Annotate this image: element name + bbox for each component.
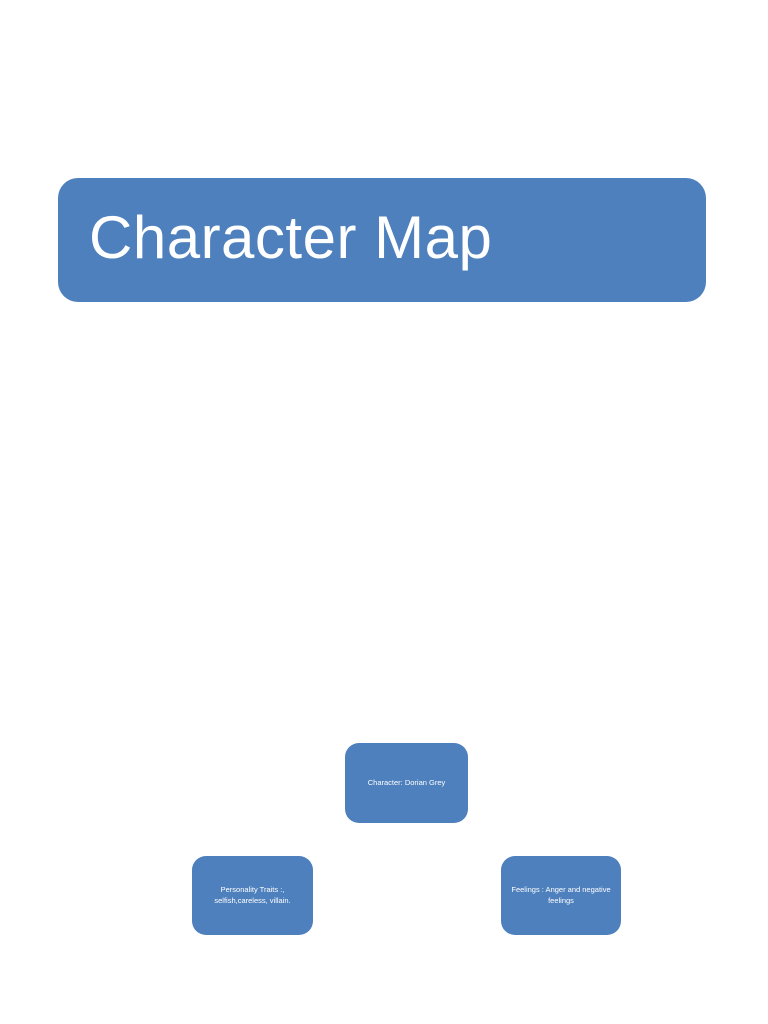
node-feelings-label-line1: Feelings : Anger and negative [511,884,611,894]
node-character-label: Character: Dorian Grey [367,777,446,787]
node-personality-traits-label-line1: Personality Traits :, [220,884,285,894]
node-personality-traits-label-line2: selfish,careless, villain. [214,895,291,905]
title-banner: Character Map [58,178,706,302]
node-character: Character: Dorian Grey [345,743,468,823]
node-feelings: Feelings : Anger and negative feelings [501,856,621,935]
page-title: Character Map [89,204,493,271]
node-personality-traits: Personality Traits :, selfish,careless, … [192,856,313,935]
node-feelings-label-line2: feelings [548,895,574,905]
